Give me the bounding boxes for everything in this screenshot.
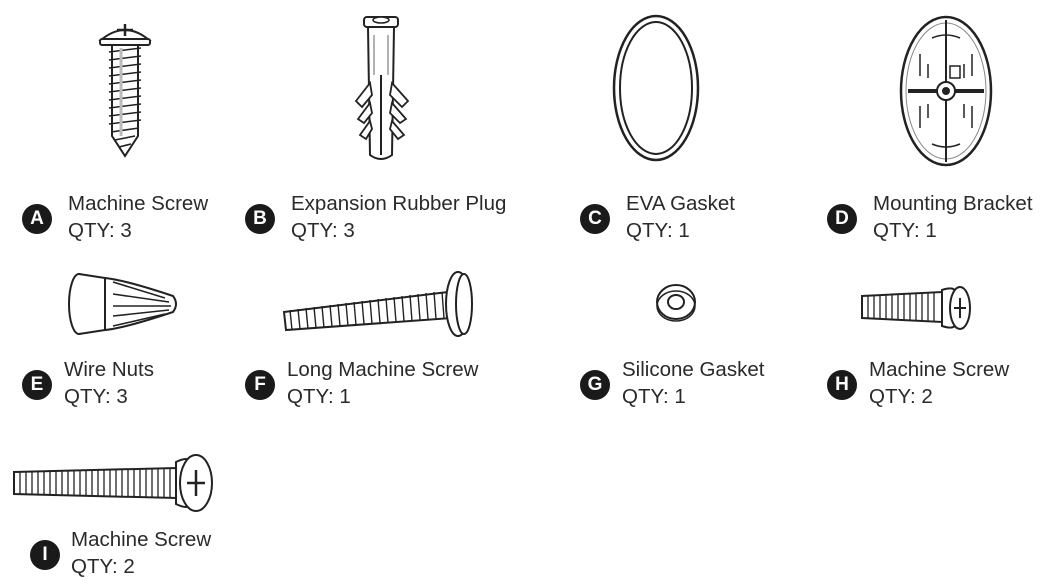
short-screw-icon bbox=[858, 282, 974, 334]
part-qty: QTY: 3 bbox=[68, 219, 132, 242]
oval-gasket-icon bbox=[610, 12, 702, 164]
part-name: Machine Screw bbox=[869, 358, 1010, 381]
part-letter-badge: B bbox=[245, 204, 275, 234]
part-qty: QTY: 2 bbox=[71, 555, 135, 578]
part-letter-badge: A bbox=[22, 204, 52, 234]
part-letter-badge: F bbox=[245, 370, 275, 400]
screw-icon bbox=[10, 452, 220, 514]
part-name: Silicone Gasket bbox=[622, 358, 765, 381]
wire-nut-icon bbox=[65, 270, 180, 338]
phillips-wood-screw-icon bbox=[95, 18, 155, 158]
part-qty: QTY: 2 bbox=[869, 385, 933, 408]
ring-gasket-icon bbox=[654, 282, 698, 324]
part-qty: QTY: 3 bbox=[291, 219, 355, 242]
round-bracket-icon bbox=[898, 14, 994, 168]
part-letter-badge: D bbox=[827, 204, 857, 234]
part-name: Expansion Rubber Plug bbox=[291, 192, 507, 215]
part-letter-badge: E bbox=[22, 370, 52, 400]
part-qty: QTY: 1 bbox=[873, 219, 937, 242]
part-name: EVA Gasket bbox=[626, 192, 736, 215]
part-letter-badge: C bbox=[580, 204, 610, 234]
part-name: Long Machine Screw bbox=[287, 358, 479, 381]
part-qty: QTY: 1 bbox=[287, 385, 351, 408]
part-name: Mounting Bracket bbox=[873, 192, 1033, 215]
part-name: Machine Screw bbox=[68, 192, 209, 215]
part-name: Wire Nuts bbox=[64, 358, 154, 381]
part-qty: QTY: 3 bbox=[64, 385, 128, 408]
part-letter-badge: H bbox=[827, 370, 857, 400]
part-name: Machine Screw bbox=[71, 528, 212, 551]
part-qty: QTY: 1 bbox=[622, 385, 686, 408]
wall-anchor-icon bbox=[352, 15, 412, 165]
part-letter-badge: I bbox=[30, 540, 60, 570]
part-letter-badge: G bbox=[580, 370, 610, 400]
part-qty: QTY: 1 bbox=[626, 219, 690, 242]
long-screw-icon bbox=[280, 268, 476, 337]
